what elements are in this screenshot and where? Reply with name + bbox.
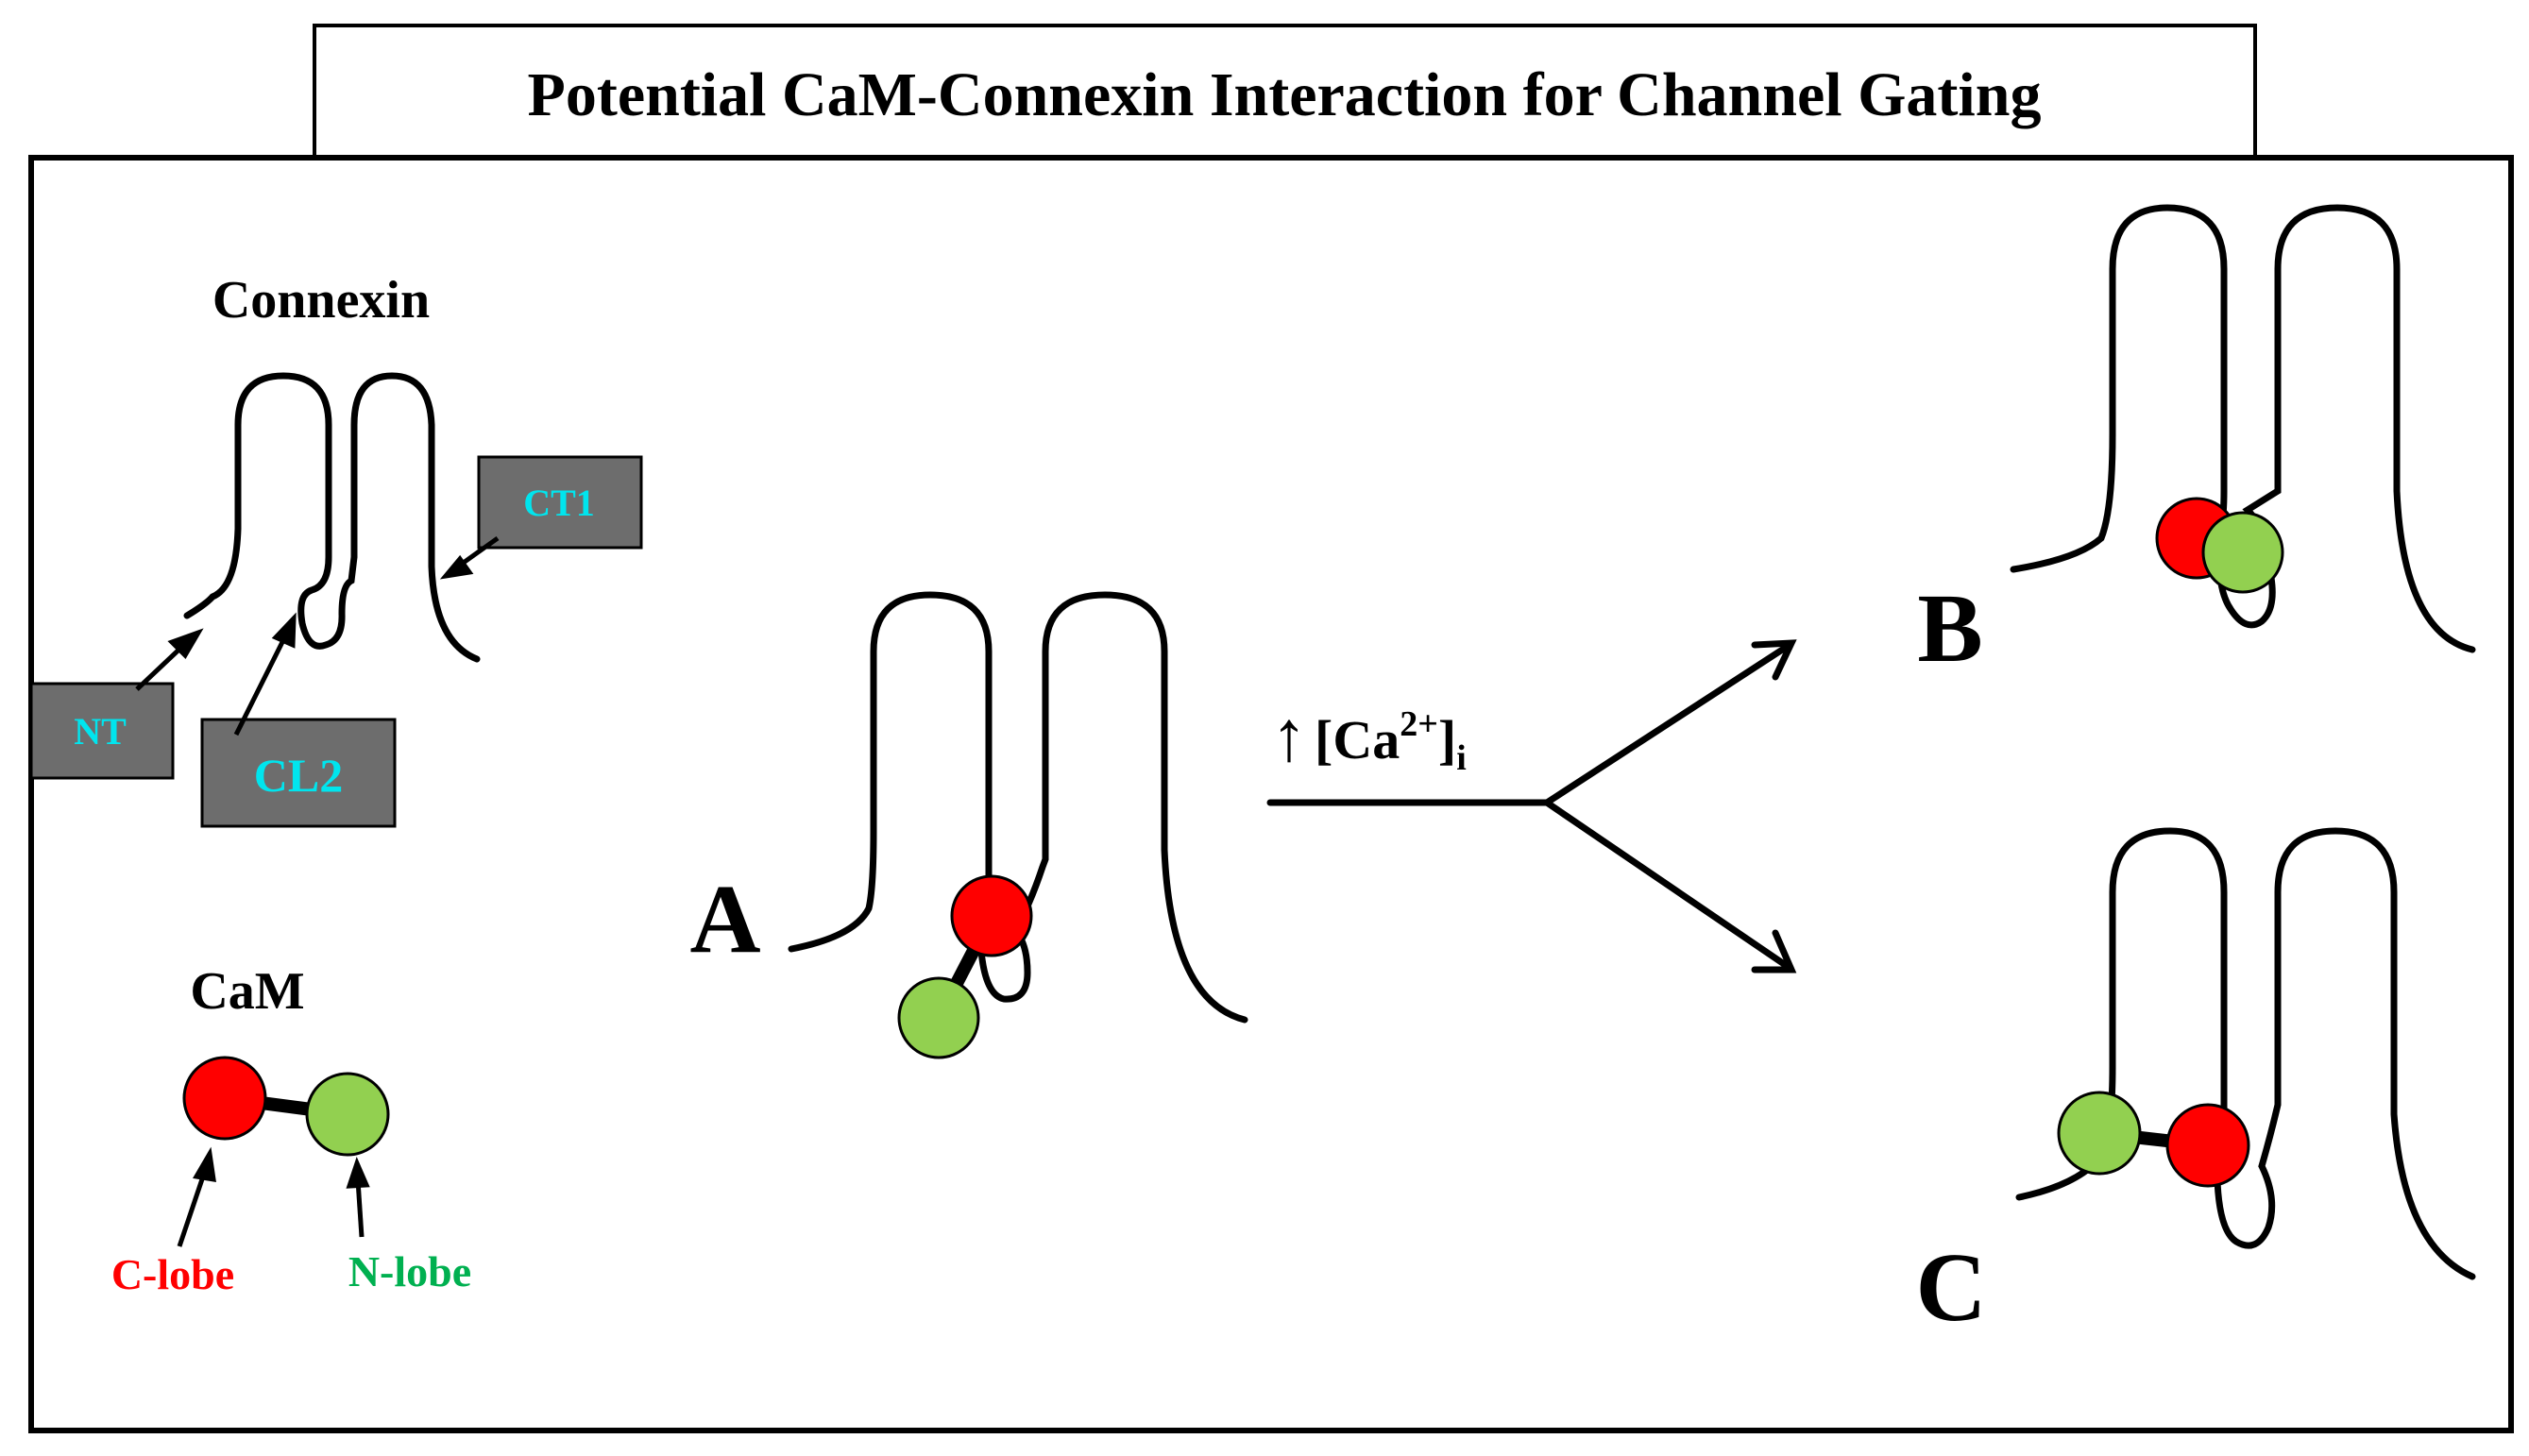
calcium-label-sup: 2+ [1400, 704, 1438, 744]
state-c-c-lobe [2165, 1103, 2250, 1188]
n-lobe-label: N-lobe [348, 1247, 471, 1295]
state-a-connexin [788, 591, 1248, 1024]
state-b-label: B [1917, 574, 1982, 683]
state-c-connexin [2015, 827, 2476, 1280]
title-box [313, 24, 2257, 166]
up-arrow-glyph: ↑ [1271, 697, 1307, 776]
calcium-label-close: ] [1438, 709, 1456, 770]
connexin-topology-line [183, 372, 481, 663]
cl2-domain-label: CL2 [254, 749, 343, 802]
state-a-label: A [689, 865, 760, 973]
lobe-pointers [177, 1146, 370, 1247]
cam-n-lobe [305, 1072, 390, 1157]
n-lobe-pointer-arrowhead [346, 1157, 370, 1189]
cl2-pointer-arrowhead [271, 612, 297, 649]
ct1-domain-box [477, 455, 643, 550]
branch-to-c [1543, 799, 1793, 972]
nt-domain-box [29, 682, 175, 780]
diagram-title: Potential CaM-Connexin Interaction for C… [528, 60, 2042, 129]
n-lobe-pointer-arrow [355, 1179, 365, 1238]
state-b-n-lobe [2201, 511, 2284, 594]
cam-c-lobe [182, 1056, 267, 1141]
calcium-label: [Ca2+]i [1315, 704, 1467, 778]
calcium-stimulus: ↑ [Ca2+]i [1271, 697, 1467, 778]
ct1-pointer-arrowhead [439, 554, 474, 580]
cam-label: CaM [190, 962, 304, 1021]
state-c-label: C [1915, 1233, 1986, 1342]
arrowhead-b [1751, 639, 1797, 681]
branch-to-b [1543, 641, 1793, 806]
state-a-c-lobe [950, 874, 1033, 957]
main-frame [28, 155, 2514, 1433]
c-lobe-pointer-arrow [177, 1170, 208, 1247]
c-lobe-label: C-lobe [111, 1250, 234, 1298]
calcium-label-open: [Ca [1315, 709, 1400, 770]
state-c-n-lobe [2057, 1091, 2142, 1176]
calcium-label-sub: i [1456, 738, 1467, 778]
arrowhead-c [1751, 929, 1797, 973]
nt-pointer-arrowhead [167, 628, 204, 660]
state-b-connexin [2010, 204, 2476, 653]
nt-domain-label: NT [74, 710, 127, 753]
legend-pointers [135, 535, 500, 736]
cl2-pointer-arrow [233, 631, 290, 736]
cl2-domain-box [200, 718, 397, 828]
connexin-label: Connexin [212, 271, 430, 330]
branching-arrow [1266, 639, 1797, 973]
state-a-n-lobe [897, 976, 980, 1059]
ct1-domain-label: CT1 [523, 482, 595, 524]
c-lobe-pointer-arrowhead [193, 1146, 216, 1183]
